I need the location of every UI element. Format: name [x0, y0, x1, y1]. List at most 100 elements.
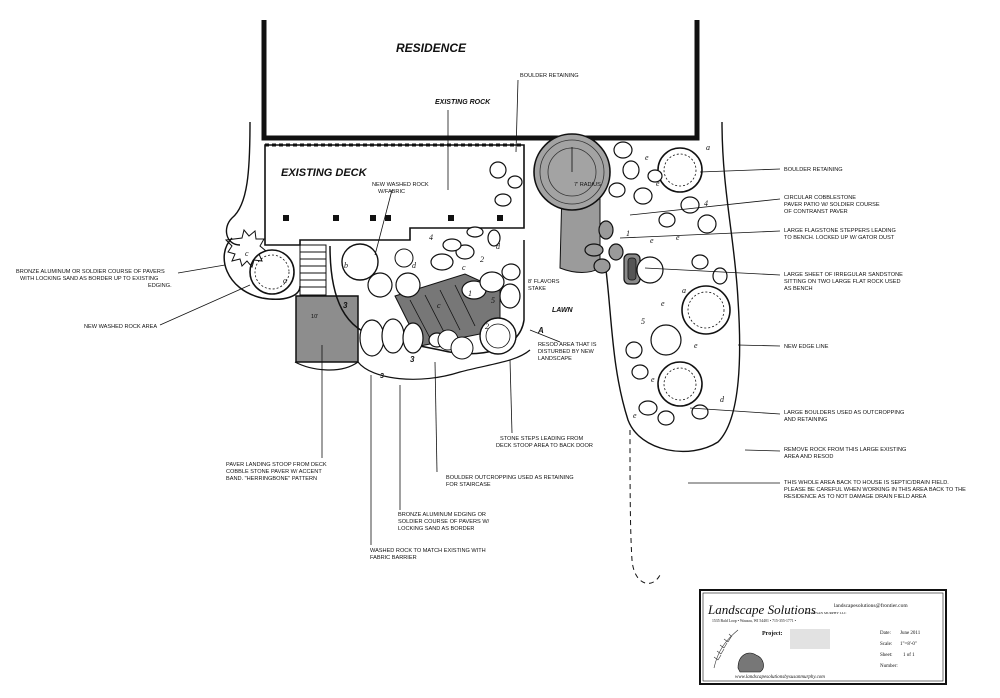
tb-byline: BY SUSAN MURPHY LLC: [806, 611, 847, 615]
label-stone-steps-2: DECK STOOP AREA TO BACK DOOR: [496, 443, 593, 449]
tb-number-label: Number:: [880, 664, 898, 669]
deck-stairs: [299, 244, 327, 296]
svg-text:e: e: [633, 411, 637, 420]
svg-text:b: b: [344, 261, 348, 270]
existing-rock-title: EXISTING ROCK: [435, 99, 491, 106]
tb-address: 1535 Bald Loop • Wausau, WI 54401 • 715-…: [712, 619, 797, 624]
label-stone-steps: STONE STEPS LEADING FROM: [500, 436, 584, 442]
label-paver-landing-2: COBBLE STONE PAVER W/ ACCENT: [226, 469, 322, 475]
planting-bed-central: [341, 161, 523, 360]
label-septic-3: RESIDENCE AS TO NOT DAMAGE DRAIN FIELD A…: [784, 494, 927, 500]
svg-text:d: d: [412, 261, 417, 270]
label-bronze-bottom: BRONZE ALUMINUM EDGING OR: [398, 512, 486, 518]
label-paver-landing-3: BAND. "HERRINGBONE" PATTERN: [226, 476, 317, 482]
label-boulder-retaining-top: BOULDER RETAINING: [520, 73, 579, 79]
label-boulder-outcropping-2: FOR STAIRCASE: [446, 482, 491, 488]
svg-text:2: 2: [485, 322, 489, 331]
svg-text:1: 1: [626, 229, 630, 238]
lawn-title: LAWN: [552, 307, 574, 314]
tb-date-label: Date:: [880, 631, 891, 636]
label-new-washed-rock-fabric: NEW WASHED ROCK: [372, 182, 429, 188]
label-boulder-retaining-right: BOULDER RETAINING: [784, 167, 843, 173]
label-resod: RESOD AREA THAT IS: [538, 342, 597, 348]
svg-text:d: d: [496, 242, 501, 251]
label-flagstone: LARGE FLAGSTONE STEPPERS LEADING: [784, 228, 896, 234]
existing-rock-edge-left: [225, 121, 251, 246]
label-washed-rock-match: WASHED ROCK TO MATCH EXISTING WITH: [370, 548, 486, 554]
svg-text:4: 4: [429, 233, 433, 242]
svg-text:a: a: [283, 276, 287, 285]
boulder-logo-icon: [737, 652, 764, 673]
leader-lines: [159, 79, 781, 545]
drain-field-line: [629, 429, 661, 584]
label-bronze-left: BRONZE ALUMINUM OR SOLDIER COURSE OF PAV…: [16, 269, 165, 275]
label-large-boulders-2: AND RETAINING: [784, 417, 827, 423]
tree-left: [224, 228, 295, 295]
label-circular-patio-2: PAVER PATIO W/ SOLDIER COURSE: [784, 202, 880, 208]
planting-bed-right: [608, 141, 731, 426]
tb-date-value: June 2011: [900, 631, 921, 636]
label-bronze-bottom-2: SOLDIER COURSE OF PAVERS W/: [398, 519, 490, 525]
label-paver-landing: PAVER LANDING STOOP FROM DECK: [226, 462, 327, 468]
svg-text:e: e: [676, 233, 680, 242]
svg-text:2: 2: [480, 255, 484, 264]
label-bronze-bottom-3: LOCKING SAND AS BORDER: [398, 526, 474, 532]
stone-steps-lines: [409, 284, 476, 339]
label-bronze-left-2: WITH LOCKING SAND AS BORDER UP TO EXISTI…: [20, 276, 158, 282]
label-washed-rock-match-2: FABRIC BARRIER: [370, 555, 417, 561]
pt-A: A: [537, 326, 544, 335]
label-circular-patio-3: OF CONTRANST PAVER: [784, 209, 848, 215]
label-sandstone-2: SITTING ON TWO LARGE FLAT ROCK USED: [784, 279, 901, 285]
label-flagstone-2: TO BENCH. LOCKED UP W/ GATOR DUST: [784, 235, 895, 241]
label-sandstone-3: AS BENCH: [784, 286, 813, 292]
label-boulder-outcropping: BOULDER OUTCROPPING USED AS RETAINING: [446, 475, 574, 481]
staircase-boulders: [359, 244, 521, 357]
tb-sheet-label: Sheet:: [880, 653, 893, 658]
washed-rock-border: [357, 349, 531, 380]
svg-text:e: e: [661, 299, 665, 308]
residence-outline: [261, 20, 700, 141]
plant-codes: cab 4dd c25 c12 aee 41e eea 5ee ed: [245, 143, 725, 420]
label-septic: THIS WHOLE AREA BACK TO HOUSE IS SEPTIC/…: [784, 480, 949, 486]
tb-sheet-value: 1 of 1: [903, 653, 915, 658]
svg-text:1: 1: [468, 289, 472, 298]
label-new-edge-line: NEW EDGE LINE: [784, 344, 829, 350]
svg-text:c: c: [245, 249, 249, 258]
label-circular-patio: CIRCULAR COBBLESTONE: [784, 195, 856, 201]
title-block: landscapesolutions@frontier.com Landscap…: [699, 589, 947, 685]
pt-3a: 3: [343, 301, 348, 310]
annotations: BOULDER RETAINING NEW WASHED ROCK W/FABR…: [16, 73, 966, 561]
svg-text:c: c: [437, 301, 441, 310]
paver-landing-stoop: [295, 295, 359, 363]
svg-text:5: 5: [491, 296, 495, 305]
residence-title: RESIDENCE: [396, 41, 467, 55]
svg-text:4: 4: [704, 199, 708, 208]
label-bronze-left-3: EDGING.: [148, 283, 172, 289]
svg-text:e: e: [651, 375, 655, 384]
dim-8flavors: 8' flavors: [528, 279, 560, 285]
tb-scale-value: 1"=8'-0": [900, 642, 917, 647]
tb-company: Landscape Solutions: [707, 602, 816, 617]
landing-border: [294, 361, 359, 371]
svg-text:c: c: [462, 263, 466, 272]
label-sandstone: LARGE SHEET OF IRREGULAR SANDSTONE: [784, 272, 903, 278]
label-resod-3: LANDSCAPE: [538, 356, 572, 362]
flagstone-steppers: [584, 220, 624, 274]
fern-logo-icon: [713, 629, 739, 669]
label-remove-rock-2: AREA AND RESOD: [784, 454, 833, 460]
pt-3b: 3: [410, 355, 415, 364]
svg-text:e: e: [650, 236, 654, 245]
svg-text:5: 5: [641, 317, 645, 326]
label-remove-rock: REMOVE ROCK FROM THIS LARGE EXISTING: [784, 447, 906, 453]
dim-7radius: 7' radius: [574, 182, 601, 188]
label-new-washed-rock-fabric-2: W/FABRIC: [378, 189, 405, 195]
label-resod-2: DISTURBED BY NEW: [538, 349, 595, 355]
existing-deck-title: EXISTING DECK: [281, 167, 368, 179]
svg-text:a: a: [706, 143, 710, 152]
svg-text:e: e: [645, 153, 649, 162]
svg-text:e: e: [694, 341, 698, 350]
tb-scale-label: Scale:: [880, 642, 892, 647]
svg-text:e: e: [656, 179, 660, 188]
dim-stake: stake: [528, 286, 546, 292]
